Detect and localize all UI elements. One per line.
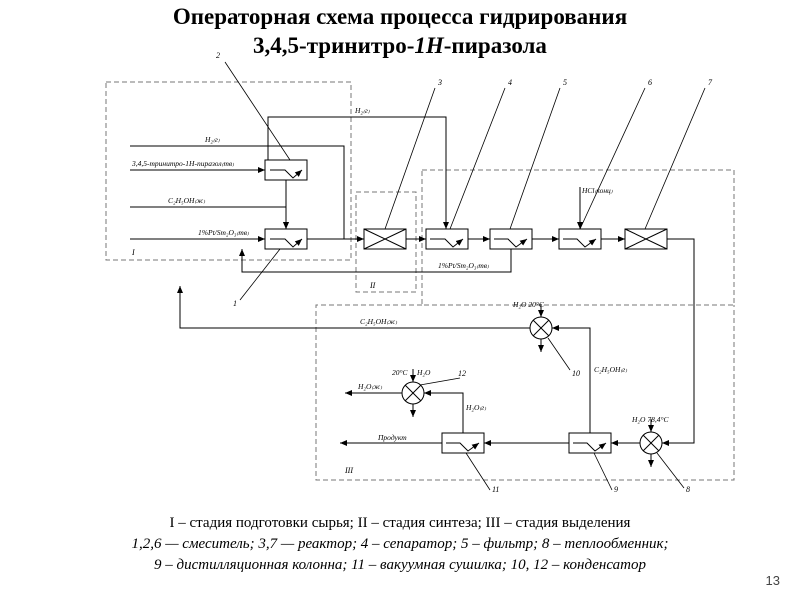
- condenser-10: [529, 316, 553, 340]
- stream-catalyst-return: [239, 249, 512, 273]
- num-8: 8: [686, 485, 690, 494]
- stage-labels: I II III: [131, 248, 376, 475]
- stream-ethanol-in: [130, 206, 289, 229]
- stage-III-label: III: [344, 466, 353, 475]
- label-water-liquid: H₂O₍ж₎: [357, 382, 382, 391]
- heat-exchanger-8: [639, 431, 663, 455]
- label-h2-in: H₂₍г₎: [204, 135, 220, 144]
- label-ethanol-vapor: C₂H₅OH₍г₎: [594, 365, 627, 374]
- num-3: 3: [437, 78, 442, 87]
- num-7: 7: [708, 78, 713, 87]
- label-temp-12: 20°C: [392, 368, 408, 377]
- page-number: 13: [765, 573, 780, 588]
- page-title-line1: Операторная схема процесса гидрирования: [172, 4, 628, 29]
- legend-line2: 1,2,6 — смеситель; 3,7 — реактор; 4 – се…: [131, 536, 669, 552]
- num-6: 6: [648, 78, 652, 87]
- equipment-number-labels: 2 3 4 5 6 7 1 10 12 11 9 8: [216, 51, 713, 494]
- num-9: 9: [614, 485, 618, 494]
- label-ethanol-recycle: C₂H₅OH₍ж₎: [360, 317, 397, 326]
- num-4: 4: [508, 78, 512, 87]
- label-catalyst-return: 1%Pt/Sm₂O₃₍тв₎: [438, 261, 489, 270]
- label-water-12: H₂O: [416, 368, 431, 377]
- inner-arrows: [270, 169, 607, 452]
- page-title-line2: 3,4,5-тринитро-1Н-пиразола: [0, 33, 800, 59]
- heat-exchangers: [401, 316, 663, 455]
- stream-ethanol-recycle: [177, 286, 530, 329]
- label-product: Продукт: [377, 433, 407, 442]
- leader-lines: [224, 61, 706, 491]
- stream-11-to-12: [424, 390, 464, 433]
- label-catalyst-in: 1%Pt/Sm₂O₃₍тв₎: [198, 228, 249, 237]
- title-suffix: -пиразола: [443, 33, 547, 58]
- stream-7-to-8: [662, 238, 695, 446]
- stage-III-boundary-lower: [315, 304, 735, 481]
- condenser-12: [401, 381, 425, 405]
- process-flow-diagram: 2 3 4 5 6 7 1 10 12 11 9 8 I II III H₂₍г…: [105, 51, 735, 494]
- num-1: 1: [233, 299, 237, 308]
- title-italic: 1Н: [414, 33, 444, 58]
- num-5: 5: [563, 78, 567, 87]
- num-10: 10: [572, 369, 580, 378]
- num-11: 11: [492, 485, 499, 494]
- stage-I-label: I: [131, 248, 135, 257]
- stream-h2-top: [267, 116, 449, 229]
- num-12: 12: [458, 369, 466, 378]
- reactor-crosses: [363, 228, 668, 250]
- stream-9-to-10: [552, 325, 591, 433]
- title-prefix: 3,4,5-тринитро-: [253, 33, 415, 58]
- stage-II-label: II: [369, 281, 376, 290]
- stage-I-boundary: [105, 81, 352, 261]
- label-water-vapor: H₂O₍г₎: [465, 403, 486, 412]
- label-trinitro: 3,4,5-тринитро-1Н-пиразол₍тв₎: [131, 159, 234, 168]
- stream-labels: H₂₍г₎ H₂₍г₎ 3,4,5-тринитро-1Н-пиразол₍тв…: [131, 106, 669, 442]
- label-heat-8: H₂O 78,4°C: [631, 415, 669, 424]
- label-water-in-cond: H₂O 20°C: [512, 300, 545, 309]
- legend-line3: 9 – дистилляционная колонна; 11 – вакуум…: [154, 557, 646, 573]
- legend-line1: I – стадия подготовки сырья; II – стадия…: [169, 515, 631, 531]
- label-ethanol-in: C₂H₅OH₍ж₎: [168, 196, 205, 205]
- stream-h2-in: [130, 145, 345, 239]
- label-h2-top: H₂₍г₎: [354, 106, 370, 115]
- label-hcl: HCl₍конц₎: [581, 186, 613, 195]
- num-2: 2: [216, 51, 220, 60]
- streams: [130, 116, 695, 467]
